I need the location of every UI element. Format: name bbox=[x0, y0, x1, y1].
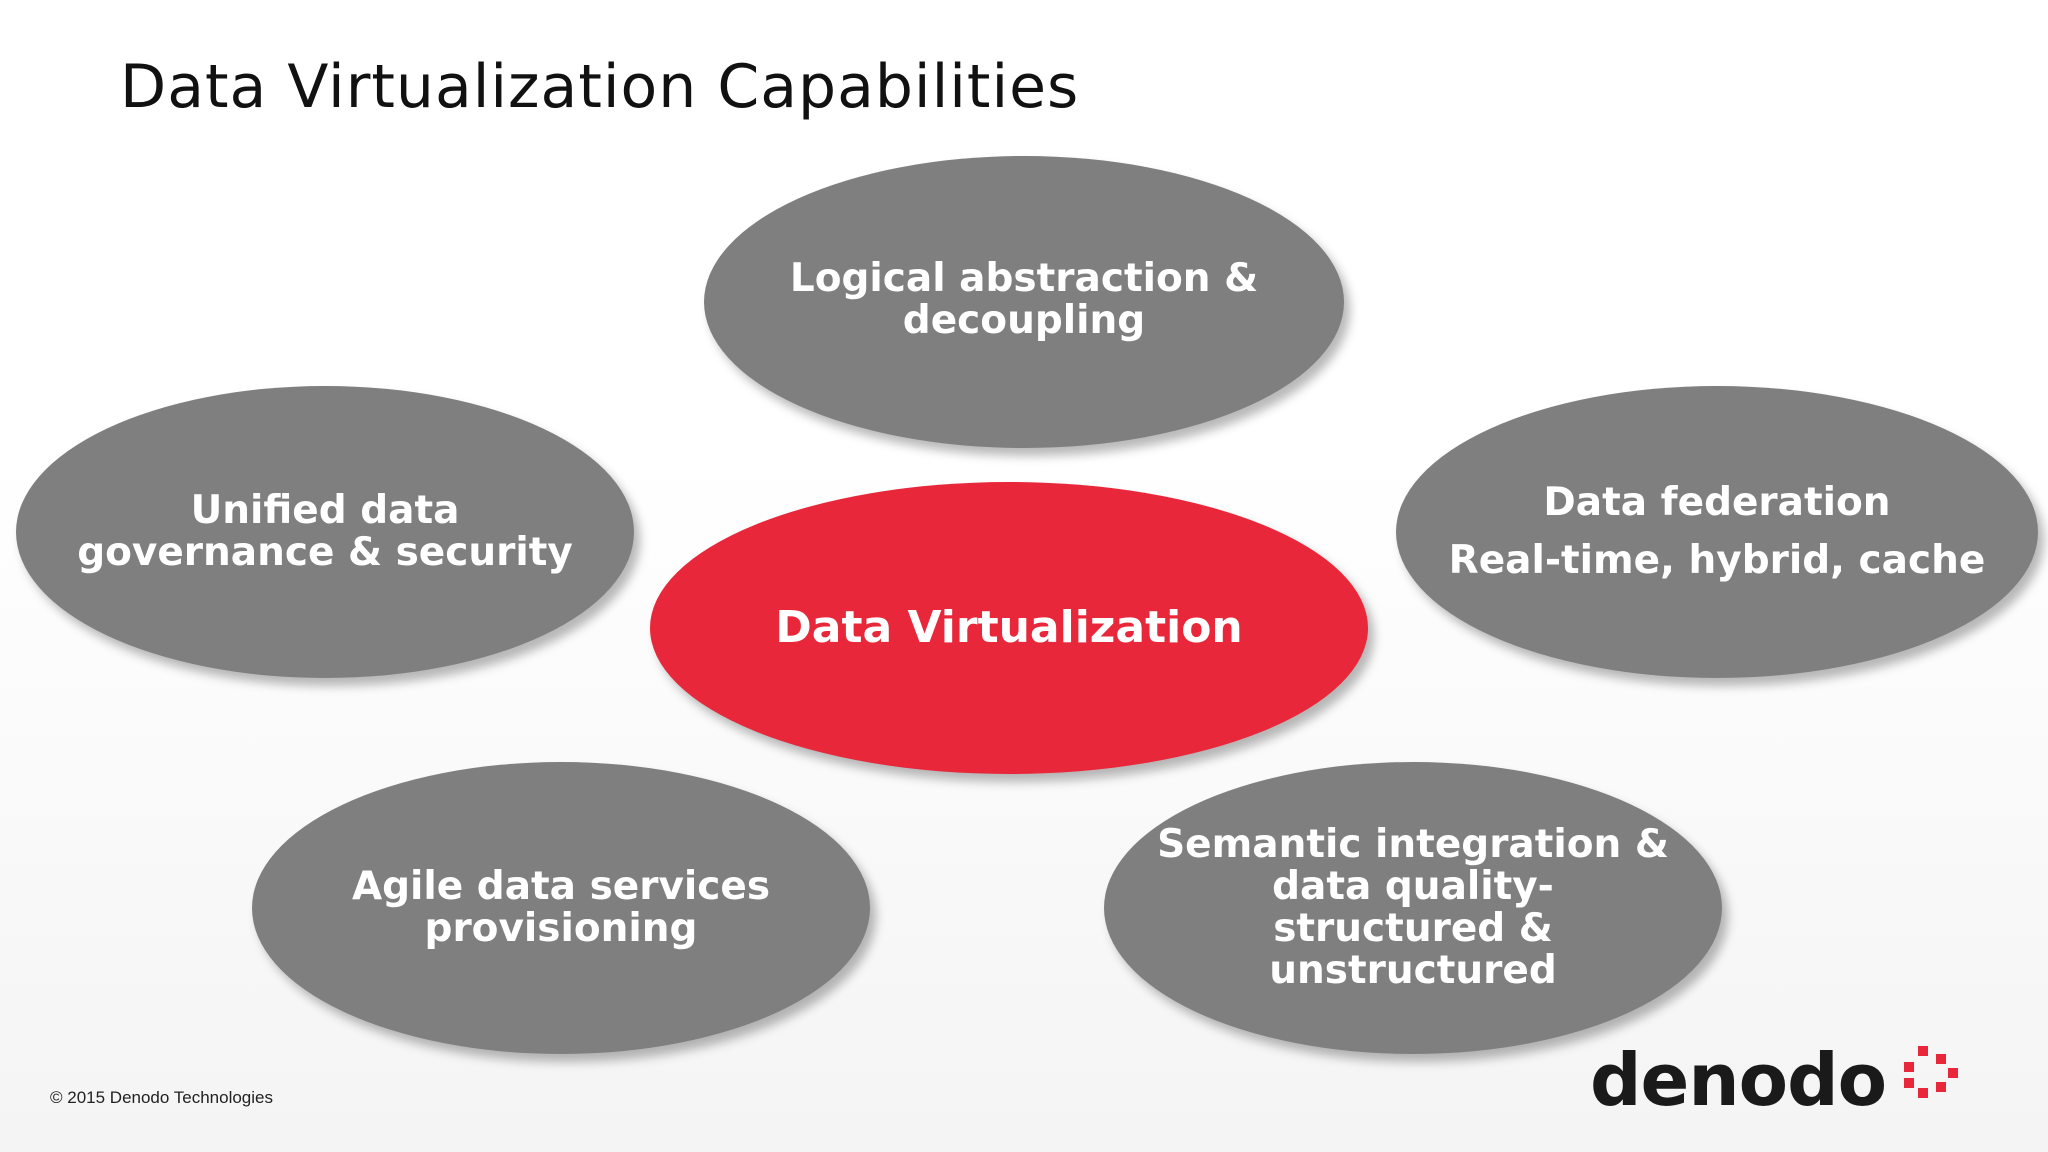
node-label-line: Semantic integration & bbox=[1157, 822, 1669, 867]
node-label-line: data quality- bbox=[1272, 864, 1554, 909]
logo-dots-icon bbox=[1904, 1046, 1958, 1098]
node-label-line: provisioning bbox=[424, 906, 698, 951]
capability-node-bottom-left: Agile data services provisioning bbox=[252, 762, 870, 1054]
node-label-line: Real-time, hybrid, cache bbox=[1448, 538, 1986, 583]
node-label-line: decoupling bbox=[902, 298, 1146, 343]
node-label-line: structured & bbox=[1273, 906, 1553, 951]
center-node-data-virtualization: Data Virtualization bbox=[650, 482, 1368, 774]
center-node-label: Data Virtualization bbox=[775, 602, 1243, 653]
capability-node-right: Data federation Real-time, hybrid, cache bbox=[1396, 386, 2038, 678]
node-label-line: Agile data services bbox=[351, 864, 771, 909]
capability-node-bottom-right: Semantic integration & data quality- str… bbox=[1104, 762, 1722, 1054]
node-label-line: Data federation bbox=[1543, 480, 1891, 525]
node-label-line: Unified data bbox=[190, 488, 460, 533]
denodo-logo: denodo bbox=[1590, 1040, 1970, 1120]
capability-node-top: Logical abstraction & decoupling bbox=[704, 156, 1344, 448]
logo-wordmark: denodo bbox=[1590, 1038, 1887, 1122]
slide-title: Data Virtualization Capabilities bbox=[120, 52, 1080, 122]
node-label-line: governance & security bbox=[77, 530, 573, 575]
node-label-line: Logical abstraction & bbox=[789, 256, 1259, 301]
node-label-line: unstructured bbox=[1269, 948, 1557, 993]
capability-node-left: Unified data governance & security bbox=[16, 386, 634, 678]
copyright-text: © 2015 Denodo Technologies bbox=[50, 1088, 273, 1107]
